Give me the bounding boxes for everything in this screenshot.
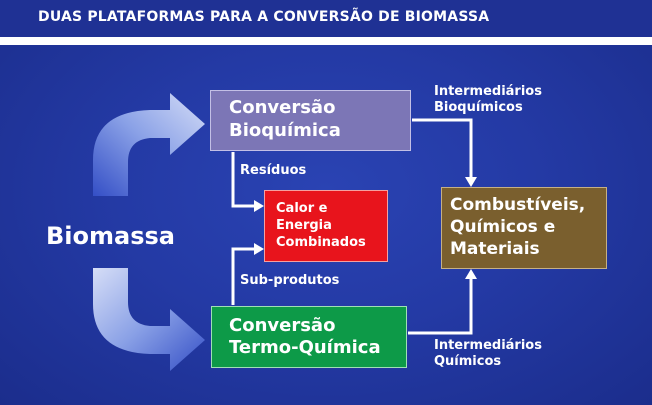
header-bar: DUAS PLATAFORMAS PARA A CONVERSÃO DE BIO…: [0, 0, 652, 38]
box-comb-line-2: Químicos e: [450, 217, 556, 237]
box-comb-line-1: Combustíveis,: [450, 195, 586, 215]
diagram-title: DUAS PLATAFORMAS PARA A CONVERSÃO DE BIO…: [38, 9, 490, 25]
subprodutos-connector: [231, 247, 256, 305]
curved-arrow-up: [93, 93, 205, 196]
label-inter-quim-line-2: Químicos: [434, 354, 502, 369]
box-conversao-termoquimica: Conversão Termo-Química: [211, 306, 407, 368]
box-calor-line-3: Combinados: [276, 235, 366, 250]
box-bio-line-2: Bioquímica: [229, 120, 341, 141]
box-comb-line-3: Materiais: [450, 239, 540, 259]
label-residuos: Resíduos: [240, 163, 307, 178]
label-intermediarios-quimicos: Intermediários Químicos: [434, 338, 542, 370]
label-intermediarios-bioquimicos: Intermediários Bioquímicos: [434, 84, 542, 116]
box-conversao-bioquimica: Conversão Bioquímica: [210, 90, 411, 151]
bioquimicos-connector: [412, 118, 473, 178]
box-calor-line-1: Calor e: [276, 201, 328, 216]
header-divider: [0, 37, 652, 45]
label-inter-quim-line-1: Intermediários: [434, 338, 542, 353]
residuos-connector: [231, 152, 256, 208]
biomassa-label: Biomassa: [46, 222, 175, 250]
label-inter-bio-line-1: Intermediários: [434, 84, 542, 99]
label-subprodutos: Sub-produtos: [240, 273, 340, 288]
label-inter-bio-line-2: Bioquímicos: [434, 100, 523, 115]
subprodutos-arrowhead: [254, 243, 264, 255]
box-termo-line-2: Termo-Química: [229, 337, 381, 358]
box-bio-line-1: Conversão: [229, 97, 336, 118]
box-calor-line-2: Energia: [276, 218, 332, 233]
curved-arrow-down: [93, 268, 205, 371]
quimicos-connector: [408, 278, 473, 335]
box-calor-energia: Calor e Energia Combinados: [264, 190, 388, 262]
box-termo-line-1: Conversão: [229, 315, 336, 336]
quimicos-arrowhead: [465, 269, 477, 279]
box-combustiveis: Combustíveis, Químicos e Materiais: [441, 187, 607, 269]
bioquimicos-arrowhead: [465, 177, 477, 187]
residuos-arrowhead: [254, 200, 264, 212]
